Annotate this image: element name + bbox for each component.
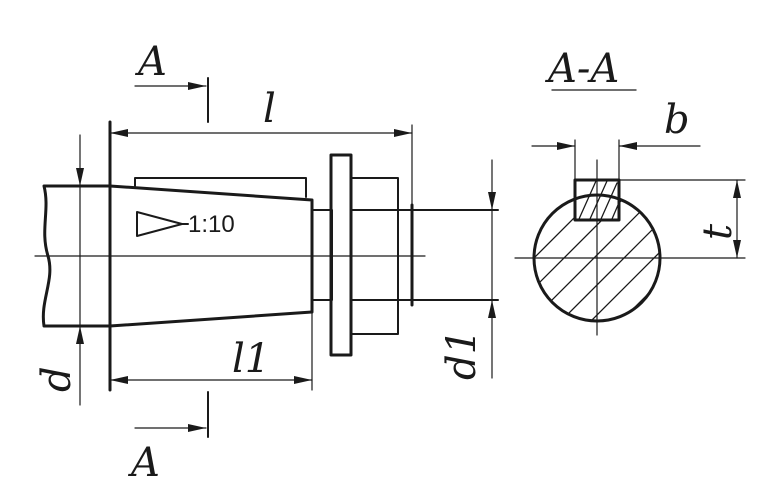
dimension-l1: l1 [109, 311, 313, 391]
washer [329, 153, 353, 357]
dimension-l-label: l [263, 86, 276, 132]
shaft-side-view: 1:10 [34, 120, 499, 392]
taper-ratio-label: 1:10 [188, 211, 235, 238]
nut [350, 177, 399, 335]
section-hatching [534, 195, 660, 321]
section-marker-top-label: A [134, 39, 167, 85]
shaft-neck [311, 209, 333, 301]
section-marker-top: A [134, 39, 209, 123]
dimension-l1-label: l1 [232, 336, 270, 382]
taper-key [134, 177, 307, 198]
dimension-d1: d1 [439, 159, 496, 380]
dimension-t: t [618, 179, 746, 259]
dimension-l: l [109, 86, 413, 206]
section-title: A-A [544, 46, 619, 92]
section-view: A-A [514, 46, 746, 336]
dimension-d: d [34, 134, 84, 406]
dimension-t-label: t [695, 223, 741, 240]
dimension-b-label: b [664, 97, 690, 143]
dimension-d-label: d [34, 366, 80, 392]
section-marker-bottom: A [127, 391, 209, 486]
taper-symbol-icon [136, 211, 183, 237]
dimension-d1-label: d1 [439, 329, 485, 380]
shaft-stub [41, 184, 112, 328]
dimension-b: b [531, 97, 701, 181]
key-hatching [578, 180, 619, 220]
section-marker-bottom-label: A [127, 440, 160, 486]
